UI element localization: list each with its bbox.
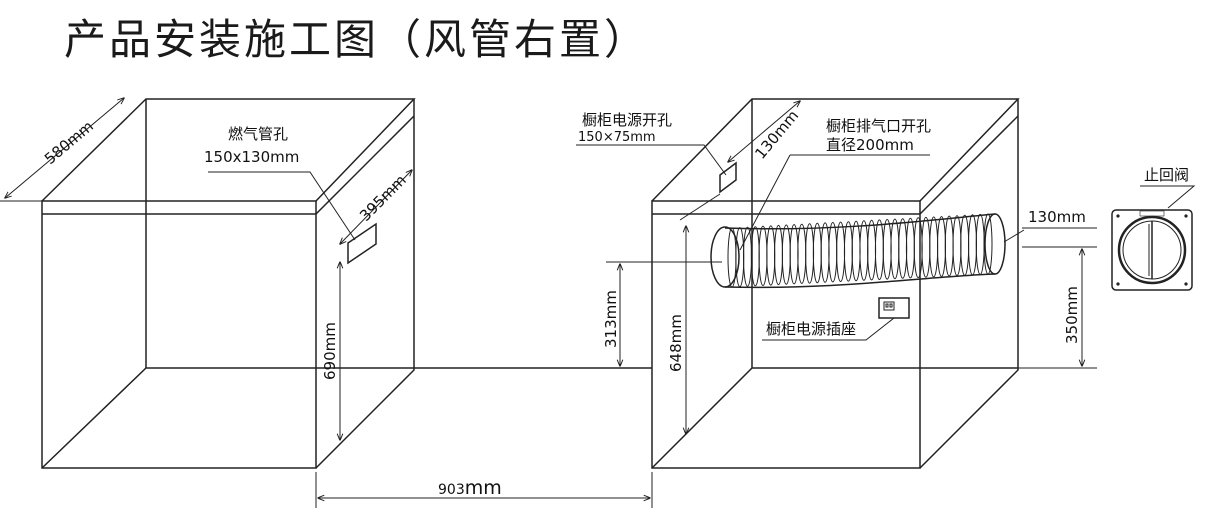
duct-rib <box>921 216 931 278</box>
duct-rib <box>820 222 830 283</box>
duct-rib <box>983 213 993 275</box>
duct-rib <box>867 219 877 281</box>
duct-rib <box>890 218 900 280</box>
duct-rib <box>882 219 892 280</box>
gas-hole-size: 150x130mm <box>204 148 299 166</box>
dim-313: 313mm <box>602 261 722 366</box>
duct-rib <box>952 215 962 277</box>
page-title: 产品安装施工图（风管右置） <box>64 15 650 64</box>
dim-130-right: 130mm <box>1003 208 1097 243</box>
duct-rib <box>774 224 783 286</box>
duct-rib <box>913 217 923 279</box>
duct-rib <box>758 225 768 286</box>
duct-rib <box>944 215 954 277</box>
dim-580: 580mm <box>0 98 124 202</box>
duct-rib <box>828 222 838 283</box>
duct-rib <box>937 216 946 277</box>
gas-pipe-hole: 燃气管孔 150x130mm <box>204 125 377 265</box>
check-valve: 止回阀 <box>1111 166 1196 291</box>
duct-rib <box>960 214 970 276</box>
dim-648-label: 648mm <box>667 314 685 372</box>
gas-hole-label: 燃气管孔 <box>228 125 288 143</box>
dim-130-top: 130mm <box>679 101 802 221</box>
duct-rib <box>836 221 846 283</box>
dim-903-label: 903mm <box>438 477 502 499</box>
power-hole-size: 150×75mm <box>578 130 656 145</box>
dim-580-label: 580mm <box>41 117 97 168</box>
duct-rib <box>797 223 807 284</box>
duct-rib <box>812 222 822 284</box>
duct-rib <box>975 213 985 275</box>
duct-rib <box>735 227 745 288</box>
exhaust-diameter: 直径200mm <box>826 136 914 154</box>
exhaust-hole-label: 橱柜排气口开孔 <box>826 117 931 135</box>
duct-rib <box>859 220 869 281</box>
dim-648: 648mm <box>667 226 686 434</box>
dim-903: 903mm <box>315 472 653 508</box>
power-socket-label: 橱柜电源插座 <box>766 320 856 338</box>
exhaust-duct <box>710 213 1006 289</box>
duct-rib <box>929 216 939 278</box>
dim-350: 350mm <box>1018 246 1097 369</box>
duct-rib <box>851 220 861 282</box>
dim-130-top-label: 130mm <box>751 107 802 163</box>
power-hole-label: 橱柜电源开孔 <box>582 111 672 129</box>
duct-rib <box>898 218 908 279</box>
dim-395-label: 395mm <box>356 171 410 225</box>
duct-rib <box>968 214 977 276</box>
duct-rib <box>805 223 815 284</box>
dim-130-right-label: 130mm <box>1028 208 1086 226</box>
right-cabinet <box>651 98 1020 469</box>
duct-rib <box>781 224 791 285</box>
dim-690: 690mm <box>321 262 340 440</box>
dim-690-label: 690mm <box>321 322 339 380</box>
duct-rib <box>766 225 776 286</box>
exhaust-hole-callout: 橱柜排气口开孔 直径200mm <box>739 117 931 251</box>
dim-313-label: 313mm <box>602 290 620 348</box>
duct-rib <box>905 217 915 279</box>
power-socket: 橱柜电源插座 <box>762 297 910 341</box>
duct-rib <box>789 224 799 285</box>
power-hole: 橱柜电源开孔 150×75mm <box>576 111 737 194</box>
check-valve-label: 止回阀 <box>1144 166 1189 184</box>
duct-rib <box>843 221 853 282</box>
dim-350-label: 350mm <box>1063 286 1081 344</box>
duct-rib <box>874 219 884 280</box>
